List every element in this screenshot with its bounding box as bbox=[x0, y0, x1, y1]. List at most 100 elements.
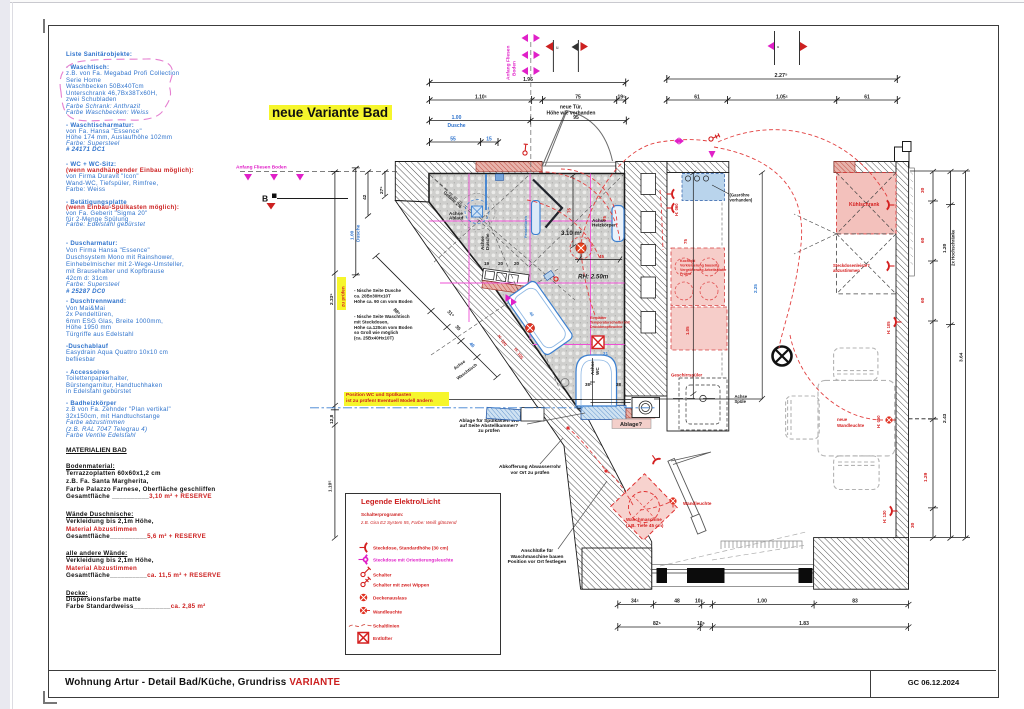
svg-text:20: 20 bbox=[498, 261, 504, 266]
svg-text:1.96: 1.96 bbox=[523, 77, 533, 83]
svg-text:15: 15 bbox=[486, 137, 492, 143]
svg-text:46: 46 bbox=[468, 341, 476, 349]
svg-text:RH: 2.50m: RH: 2.50m bbox=[578, 274, 609, 281]
svg-text:Wandleuchte: Wandleuchte bbox=[837, 423, 865, 428]
svg-text:34⁵: 34⁵ bbox=[631, 599, 640, 605]
svg-text:42: 42 bbox=[362, 194, 368, 200]
svg-text:Wandleuchte: Wandleuchte bbox=[373, 609, 402, 614]
svg-text:Ablauf: Ablauf bbox=[449, 216, 464, 221]
svg-text:1.00: 1.00 bbox=[452, 115, 462, 121]
svg-text:10⁵: 10⁵ bbox=[695, 599, 704, 605]
svg-text:so Groß wie möglich: so Groß wie möglich bbox=[354, 330, 399, 335]
svg-text:Geschirrspüler: Geschirrspüler bbox=[671, 373, 703, 378]
svg-text:1.83: 1.83 bbox=[799, 621, 809, 627]
svg-text:Steckdosenleiste?: Steckdosenleiste? bbox=[833, 263, 870, 268]
svg-text:Schalter mit zwei Wippen: Schalter mit zwei Wippen bbox=[373, 582, 429, 587]
svg-text:H: 050: H: 050 bbox=[876, 415, 881, 428]
svg-text:83: 83 bbox=[852, 599, 858, 605]
svg-text:60: 60 bbox=[920, 237, 926, 243]
svg-text:Achse: Achse bbox=[449, 211, 463, 216]
svg-text:1.05: 1.05 bbox=[685, 326, 690, 335]
svg-text:Verkleinerung bauseits: Verkleinerung bauseits bbox=[680, 263, 719, 267]
svg-text:(ca. 25Bx40Hx10T): (ca. 25Bx40Hx10T) bbox=[354, 336, 394, 341]
svg-text:mit Steckdosen,: mit Steckdosen, bbox=[354, 319, 389, 324]
svg-text:Vergrößerung Arbeitsplatte: Vergrößerung Arbeitsplatte bbox=[680, 268, 726, 272]
svg-text:Pendeltüren: Pendeltüren bbox=[524, 215, 528, 238]
svg-text:2.43: 2.43 bbox=[942, 413, 948, 423]
svg-text:neue Tür,: neue Tür, bbox=[560, 105, 583, 111]
svg-text:Höhe wie vorhanden: Höhe wie vorhanden bbox=[547, 111, 596, 117]
svg-text:u: u bbox=[777, 44, 779, 49]
svg-text:40: 40 bbox=[528, 311, 535, 318]
svg-text:H: 130: H: 130 bbox=[882, 510, 887, 523]
svg-text:12,8: 12,8 bbox=[329, 414, 335, 424]
svg-text:55: 55 bbox=[450, 137, 456, 143]
svg-text:Höhe ca.120cm vom Boden: Höhe ca.120cm vom Boden bbox=[354, 325, 413, 330]
svg-text:Höhe ca. 90 cm vom Boden: Höhe ca. 90 cm vom Boden bbox=[354, 299, 413, 304]
svg-text:35: 35 bbox=[454, 324, 462, 332]
svg-text:95: 95 bbox=[573, 115, 579, 121]
svg-text:30: 30 bbox=[910, 522, 916, 528]
svg-text:75: 75 bbox=[575, 95, 581, 101]
svg-text:48: 48 bbox=[674, 599, 680, 605]
svg-text:H: 105: H: 105 bbox=[886, 321, 891, 334]
svg-text:20: 20 bbox=[514, 261, 520, 266]
svg-text:WC: WC bbox=[595, 367, 600, 375]
svg-text:H: 060: H: 060 bbox=[674, 203, 679, 216]
svg-text:31: 31 bbox=[603, 351, 608, 356]
svg-text:Anfang Fliesen Boden: Anfang Fliesen Boden bbox=[236, 165, 287, 171]
svg-text:Wandleuchte: Wandleuchte bbox=[683, 501, 712, 506]
svg-text:Steckdose mit Orientierungsleu: Steckdose mit Orientierungsleuchte bbox=[373, 557, 454, 562]
svg-text:75: 75 bbox=[567, 208, 572, 213]
svg-text:B: B bbox=[262, 194, 268, 204]
svg-text:3.10 m²: 3.10 m² bbox=[561, 230, 582, 237]
svg-text:1.10⁵: 1.10⁵ bbox=[328, 480, 334, 492]
svg-text:2.27⁵: 2.27⁵ bbox=[774, 73, 787, 79]
svg-text:19: 19 bbox=[484, 261, 490, 266]
svg-text:27⁵: 27⁵ bbox=[379, 186, 385, 194]
svg-text:2x Hochschränke: 2x Hochschränke bbox=[951, 229, 956, 266]
svg-text:Boden: Boden bbox=[512, 61, 518, 76]
svg-text:zu prüfen: zu prüfen bbox=[341, 286, 346, 307]
svg-text:Steckdose, Standardhöhe (30 cm: Steckdose, Standardhöhe (30 cm) bbox=[373, 545, 449, 550]
svg-text:1.20: 1.20 bbox=[942, 243, 948, 253]
svg-text:38⁵: 38⁵ bbox=[585, 382, 592, 387]
svg-text:Dusche: Dusche bbox=[485, 233, 490, 250]
svg-text:1.05⁵: 1.05⁵ bbox=[776, 95, 789, 101]
svg-text:30: 30 bbox=[920, 187, 926, 193]
svg-text:Entlüfter: Entlüfter bbox=[373, 636, 392, 641]
svg-text:Dusche: Dusche bbox=[356, 224, 362, 242]
svg-text:Achse: Achse bbox=[735, 394, 748, 399]
svg-text:Dusche: Dusche bbox=[447, 123, 465, 129]
svg-text:H: 120: H: 120 bbox=[497, 334, 509, 348]
svg-text:Temperaturschalter mit: Temperaturschalter mit bbox=[590, 320, 630, 324]
svg-text:19⁵: 19⁵ bbox=[618, 95, 627, 101]
svg-text:Waschmaschine: Waschmaschine bbox=[626, 517, 662, 522]
svg-text:1.29: 1.29 bbox=[923, 472, 929, 482]
svg-text:31⁵: 31⁵ bbox=[446, 309, 456, 319]
svg-text:(Gasröhre: (Gasröhre bbox=[730, 193, 751, 198]
svg-text:45: 45 bbox=[599, 254, 604, 259]
svg-text:Kochfeld: Kochfeld bbox=[680, 259, 695, 263]
svg-text:3.64: 3.64 bbox=[959, 352, 965, 362]
svg-text:Schalter: Schalter bbox=[373, 572, 392, 577]
svg-text:61: 61 bbox=[694, 95, 700, 101]
svg-text:61: 61 bbox=[864, 95, 870, 101]
svg-text:Prüfen: Prüfen bbox=[680, 272, 691, 276]
svg-text:Achse: Achse bbox=[480, 236, 485, 250]
svg-text:Spüle: Spüle bbox=[735, 399, 747, 404]
svg-text:u: u bbox=[556, 45, 559, 50]
svg-text:- Nische Seite Dusche: - Nische Seite Dusche bbox=[354, 288, 402, 293]
svg-text:Achse: Achse bbox=[592, 218, 606, 223]
svg-text:1.10⁵: 1.10⁵ bbox=[475, 95, 488, 101]
svg-text:88⁵: 88⁵ bbox=[392, 307, 402, 317]
svg-text:ca. 20Bx30Hx10T: ca. 20Bx30Hx10T bbox=[354, 293, 391, 298]
svg-text:Kühlschrank: Kühlschrank bbox=[849, 202, 880, 208]
svg-text:75: 75 bbox=[602, 216, 607, 221]
svg-text:Ablage?: Ablage? bbox=[620, 422, 643, 428]
svg-text:Schaltlinien: Schaltlinien bbox=[373, 623, 399, 628]
svg-text:75: 75 bbox=[683, 239, 688, 244]
svg-text:Heizkörper: Heizkörper bbox=[592, 223, 616, 228]
svg-text:2.25: 2.25 bbox=[753, 284, 758, 293]
svg-text:neue: neue bbox=[837, 417, 848, 422]
